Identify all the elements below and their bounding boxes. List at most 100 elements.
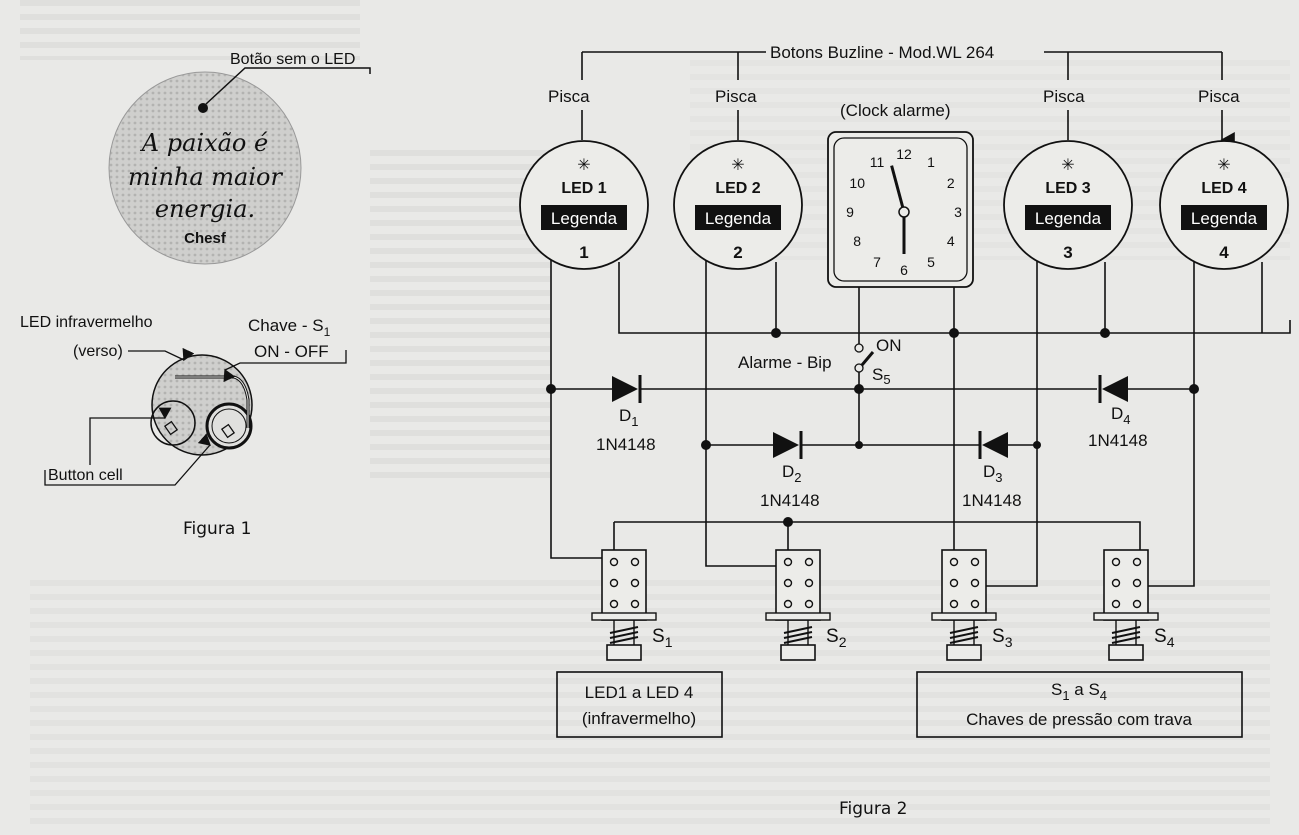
switch-pin [609,599,619,609]
diode-d1: D1 1N4148 [596,375,656,454]
front-button-disc [108,71,302,265]
switch-plunger [1108,644,1144,661]
junction-dot [701,440,711,450]
figure1-caption: Figura 1 [183,519,251,539]
clock-face [833,137,968,282]
figure1-front-button: Botão sem o LED A paixão é minha maior e… [108,51,371,265]
front-label-leader [205,67,371,105]
legend-box [1025,205,1111,230]
spring-icon [609,626,639,644]
slogan-line-3: energia. [155,195,255,223]
switch-pin [970,557,980,567]
legend-text: Legenda [551,209,618,228]
legend-box [541,205,627,230]
note-leds: LED1 a LED 4 (infravermelho) [556,671,723,738]
pisca-label-3: Pisca [1043,87,1085,106]
show-through-text-left [20,0,360,60]
push-switch-1[interactable]: S1 [591,549,673,661]
slogan-line-1: A paixão é [140,129,268,157]
clock-numeral: 3 [954,204,962,220]
diode-designator: D4 [1111,404,1131,427]
led-number: 3 [1063,243,1072,262]
led-name: LED 4 [1201,180,1246,197]
note-leds-line2: (infravermelho) [582,709,696,728]
diode-designator: D1 [619,406,639,429]
push-switch-3[interactable]: S3 [931,549,1013,661]
switch-pin [783,599,793,609]
spring-icon [949,626,979,644]
note-switches-line2: Chaves de pressão com trava [966,710,1192,729]
switch-pin [1132,578,1142,588]
note-leds-line1: LED1 a LED 4 [585,683,694,702]
switch-pin [609,557,619,567]
buzline-header-label: Botons Buzline - Mod.WL 264 [770,43,994,62]
switch-pin [970,599,980,609]
switch-designator: S3 [992,626,1013,650]
clock-numeral: 11 [870,154,885,170]
switch-pin [783,578,793,588]
push-switch-4[interactable]: S4 [1093,549,1175,661]
ir-led-verso-label: (verso) [73,343,123,360]
clock-numeral: 9 [846,204,854,220]
brand-label: Chesf [184,230,227,247]
diode-d4: D4 1N4148 [1088,375,1148,450]
legend-text: Legenda [1191,209,1258,228]
switch-pin [1111,599,1121,609]
junction-dots [546,328,1199,527]
legend-box [1181,205,1267,230]
led-name: LED 1 [561,180,606,197]
alarm-switch-s5: Alarme - Bip ON S5 [738,336,902,387]
clock-numeral: 5 [927,254,935,270]
diode-designator: D2 [782,462,802,485]
clock-numeral: 7 [873,254,881,270]
diode-symbol [612,376,638,402]
clock-center-pin [898,206,910,218]
junction-dot [1100,328,1110,338]
switch-designator: S1 [652,626,673,650]
clock-hour-hand [890,165,906,213]
led-number: 2 [733,243,742,262]
spring-icon [783,626,813,644]
switch-pin [804,599,814,609]
s5-label: S5 [872,365,891,387]
diode-d3: D3 1N4148 [962,431,1022,510]
switch-pin [804,578,814,588]
led-star-icon: ✳ [1217,157,1230,174]
led-button-1: ✳ LED 1 Legenda 1 [519,140,649,270]
switch-terminal [854,363,864,373]
switch-pin [949,557,959,567]
switch-designator: S4 [1154,626,1175,650]
junction-dot [1189,384,1199,394]
pisca-label-2: Pisca [715,87,757,106]
switch-lever [860,351,875,366]
button-cell-label: Button cell [48,467,123,484]
diode-designator: D3 [983,462,1003,485]
clock-numeral: 1 [927,154,935,170]
switch-pin [970,578,980,588]
switch-pin [804,557,814,567]
led-star-icon: ✳ [577,157,590,174]
diode-part: 1N4148 [962,491,1022,510]
note-switches: S1 a S4 Chaves de pressão com trava [916,671,1243,738]
push-switch-2[interactable]: S2 [765,549,847,661]
diode-symbol [773,432,799,458]
led-pin-right [220,423,236,439]
junction-dot [949,328,959,338]
legend-box [695,205,781,230]
note-switches-box [916,671,1243,738]
pisca-label-1: Pisca [548,87,590,106]
switch-leader [223,350,347,383]
switch-pin [949,599,959,609]
cell-leader-left [89,407,172,465]
show-through-text-bottom [30,580,1270,830]
clock-numeral: 6 [900,262,908,278]
clock-label: (Clock alarme) [840,101,951,120]
led-name: LED 2 [715,180,760,197]
diode-part: 1N4148 [1088,431,1148,450]
switch-onoff-label: ON - OFF [254,342,329,361]
switch-designator: S2 [826,626,847,650]
switch-terminal [854,343,864,353]
